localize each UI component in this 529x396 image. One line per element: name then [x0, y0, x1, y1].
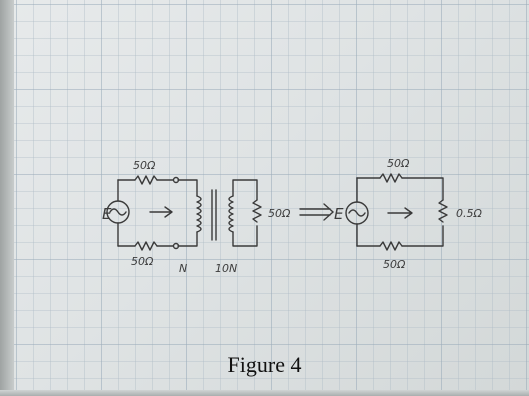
left-circuit: [106, 175, 262, 251]
right-circuit: [345, 173, 448, 251]
left-top-resistor: [134, 175, 158, 185]
right-bottom-resistor: [379, 241, 403, 251]
left-top-resistor-label: 50Ω: [133, 159, 156, 172]
left-bottom-resistor-label: 50Ω: [131, 255, 154, 268]
left-load-label: 50Ω: [268, 207, 291, 220]
primary-coil: [196, 195, 202, 233]
left-source-label: E: [102, 205, 112, 223]
right-top-resistor-label: 50Ω: [387, 157, 410, 170]
paper-edge-shadow: [0, 0, 14, 396]
right-source-label: E: [334, 205, 344, 223]
left-current-arrow: [149, 206, 173, 218]
right-current-arrow: [387, 207, 413, 219]
right-load-resistor: [438, 199, 448, 223]
left-load-resistor: [252, 199, 262, 223]
transformer-core: [211, 189, 217, 241]
right-top-resistor: [379, 173, 403, 183]
primary-turns-label: N: [179, 262, 187, 275]
paper-bottom-edge: [0, 390, 529, 396]
secondary-turns-label: 10N: [215, 262, 237, 275]
equivalence-arrow: [299, 203, 335, 221]
right-load-label: 0.5Ω: [456, 207, 482, 220]
left-bottom-resistor: [134, 241, 158, 251]
secondary-coil: [228, 195, 234, 233]
figure-caption: Figure 4: [227, 352, 302, 377]
right-bottom-resistor-label: 50Ω: [383, 258, 406, 271]
